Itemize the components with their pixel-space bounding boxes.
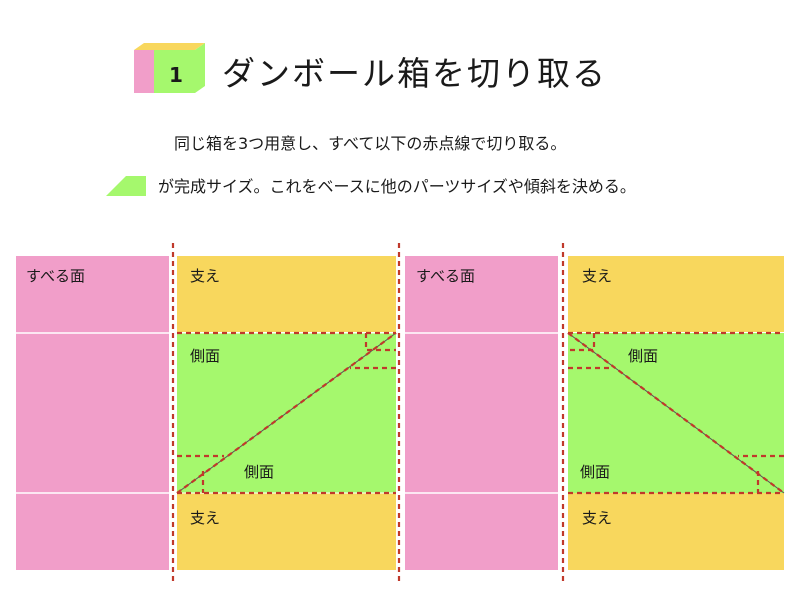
left-side-upper-label: 側面 [190,347,221,365]
left-support-top-panel [177,256,396,332]
right-slide-panel [405,256,558,570]
step-number: 1 [169,63,183,87]
left-support-top-label: 支え [190,267,221,285]
right-support-top-label: 支え [582,267,613,285]
instruction-line-2: が完成サイズ。これをベースに他のパーツサイズや傾斜を決める。 [158,177,636,196]
page-title: ダンボール箱を切り取る [222,54,607,93]
left-slide-panel [16,256,169,570]
left-cut-lines [171,243,401,582]
right-slide-surface-label: すべる面 [416,267,475,285]
left-support-bottom-label: 支え [190,509,221,527]
right-support-top-panel [568,256,784,332]
box-icon-side [195,43,205,93]
right-side-upper-label: 側面 [628,347,659,365]
left-slide-surface-label: すべる面 [26,267,85,285]
right-support-bottom-label: 支え [582,509,613,527]
right-support-bottom-panel [568,493,784,570]
box-icon-front-left [134,50,154,93]
instruction-line-1: 同じ箱を3つ用意し、すべて以下の赤点線で切り取る。 [174,134,567,153]
left-side-lower-label: 側面 [244,463,275,481]
right-cut-lines [561,243,785,582]
box-icon-top [134,43,205,50]
right-side-diagonal [567,332,785,494]
left-support-bottom-panel [177,493,396,570]
box-icon-front-right [154,50,195,93]
right-side-lower-label: 側面 [580,463,611,481]
